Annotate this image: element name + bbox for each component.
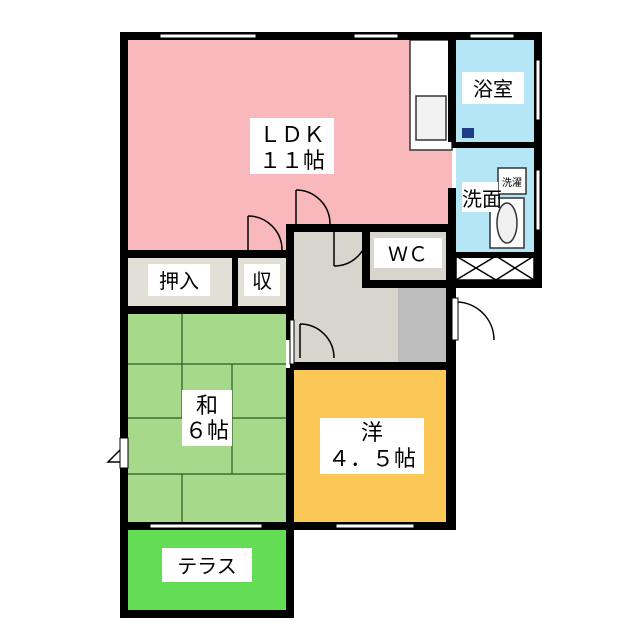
closet-name: 押入 (159, 269, 199, 293)
bath-label-bg (462, 72, 524, 104)
terrace-name: テラス (177, 554, 237, 578)
door-leaves (119, 297, 459, 469)
storage-name: 収 (252, 269, 272, 293)
washer-label: 洗濯 (502, 177, 522, 189)
youshitsu-name: 洋 (361, 421, 383, 446)
youshitsu-label-bg (320, 418, 424, 474)
labels: ＬＤＫ １１帖 浴室 洗面 洗濯 ＷＣ 押入 収 和 ６帖 洋 ４．５帖 テラス (148, 72, 524, 582)
ldk-label-bg (250, 118, 334, 174)
closet-label-bg (148, 264, 210, 296)
doors (106, 189, 495, 463)
wc-label-bg (374, 238, 442, 268)
youshitsu-size: ４．５帖 (328, 447, 416, 472)
washroom-name: 洗面 (462, 187, 502, 211)
walls (120, 32, 542, 618)
washitsu-label-bg (182, 390, 232, 446)
pipe-space (455, 255, 535, 281)
kitchen-counter (409, 39, 453, 151)
washitsu-name: 和 (196, 394, 218, 419)
ldk-size: １１帖 (259, 149, 325, 174)
storage-label-bg (244, 264, 280, 296)
bath-name: 浴室 (473, 77, 513, 101)
washroom-label-bg (462, 182, 498, 212)
wc-name: ＷＣ (388, 242, 428, 266)
terrace-label-bg (162, 548, 252, 582)
ldk-name: ＬＤＫ (259, 123, 325, 148)
windows (149, 33, 541, 529)
washitsu-size: ６帖 (185, 419, 229, 444)
hall-dark-floor (398, 284, 446, 362)
